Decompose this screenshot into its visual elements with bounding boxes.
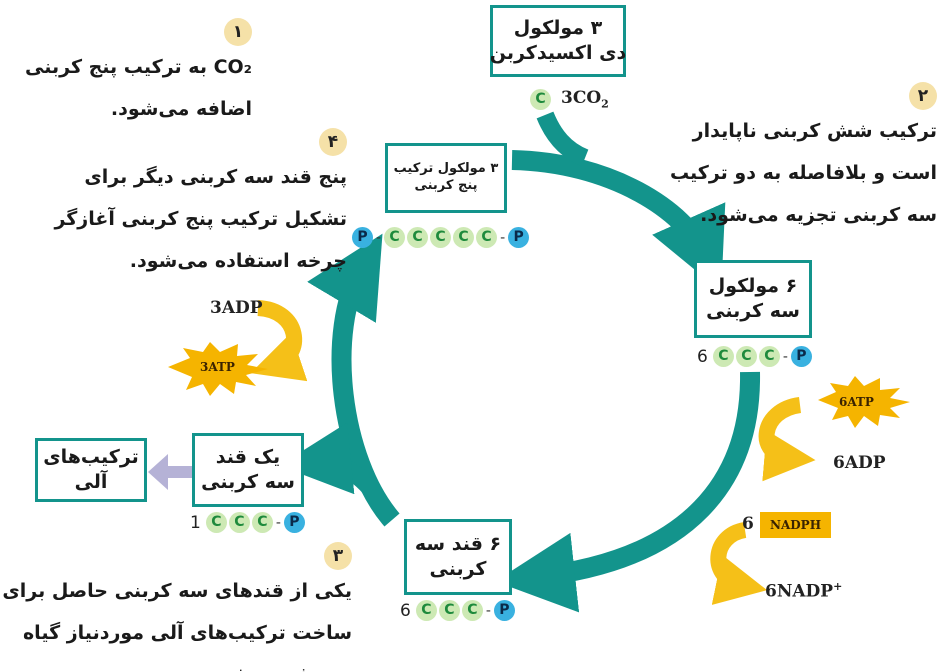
nadp-text: 6NADP	[765, 581, 834, 602]
arrow-branch-to-one-sugar	[279, 422, 379, 497]
label-nadph: NADPH	[760, 512, 832, 538]
phosphate-atom: P	[790, 346, 812, 367]
three-carbon-box-line1: ۶ مولکول	[708, 275, 798, 298]
carbon-atom: C	[735, 346, 757, 367]
note-step4-line2: تشکیل ترکیب پنج کربنی آغازگر	[54, 208, 347, 230]
six-sugar-chain: 6 C C C - P	[400, 600, 515, 621]
co2-subscript: 2	[601, 97, 609, 111]
bond: -	[782, 348, 788, 365]
carbon-atom: C	[251, 512, 273, 533]
note-text: یکی از قندهای سه کربنی حاصل برای	[2, 580, 352, 602]
three-carbon-box-line2: سه کربنی	[706, 300, 800, 322]
step-number-badge: ۲	[909, 82, 937, 110]
pentose-box-line1: ۳ مولکول ترکیب	[393, 161, 499, 177]
nadp-charge: +	[833, 580, 843, 593]
note-step1-line2: اضافه می‌شود.	[110, 98, 252, 120]
note-step4: ۴ پنج قند سه کربنی دیگر برای تشکیل ترکیب …	[54, 128, 347, 282]
label-6nadp: 6NADP+	[765, 580, 842, 602]
note-step4-line3: چرخه استفاده می‌شود.	[129, 250, 347, 272]
carbon-atom: C	[758, 346, 780, 367]
carbon-atom: C	[415, 600, 437, 621]
carbon-atom: C	[384, 227, 406, 248]
three-carbon-box: ۶ مولکول سه کربنی	[694, 260, 812, 338]
note-step2: ۲ ترکیب شش کربنی ناپایدار است و بلافاصله …	[670, 82, 937, 236]
pentose-box: ۳ مولکول ترکیب پنج کربنی	[385, 143, 507, 213]
arrow-threecarbon-to-sugar	[495, 371, 761, 613]
arrow-pentose-to-threecarbon	[511, 150, 726, 292]
note-step3-line1: ۳ یکی از قندهای سه کربنی حاصل برای	[2, 542, 352, 612]
phosphate-atom: P	[352, 227, 373, 248]
chain-coefficient: 6	[400, 600, 411, 621]
one-sugar-box-line2: سه کربنی	[201, 471, 295, 493]
carbon-atom: C	[476, 227, 498, 248]
label-3atp: 3ATP	[200, 360, 235, 374]
co2-coef: 3CO	[561, 88, 602, 108]
arrow-atp-use	[758, 397, 816, 482]
label-6adp: 6ADP	[833, 453, 886, 473]
carbon-atom: C	[228, 512, 250, 533]
step-number-badge: ۴	[319, 128, 347, 156]
carbon-atom: C	[430, 227, 452, 248]
chain-coefficient: 6	[697, 346, 708, 367]
label-nadph-coef: 6	[742, 514, 754, 534]
co2-box-line2: دی اکسیدکربن	[489, 42, 627, 64]
bond: -	[376, 229, 382, 246]
phosphate-atom: P	[508, 227, 530, 248]
six-sugar-box-line2: کربنی	[429, 558, 487, 580]
note-step3: ۳ یکی از قندهای سه کربنی حاصل برای ساخت ت…	[2, 542, 352, 672]
carbon-atom: C	[461, 600, 483, 621]
organic-box-line1: ترکیب‌های	[43, 446, 139, 469]
co2-label: 3CO2	[561, 88, 609, 110]
label-3adp: 3ADP	[210, 298, 263, 318]
carbon-atom: C	[712, 346, 734, 367]
label-6atp: 6ATP	[839, 395, 874, 409]
one-sugar-chain: 1 C C C - P	[190, 512, 305, 533]
carbon-atom: C	[453, 227, 475, 248]
carbon-atom: C	[205, 512, 227, 533]
six-sugar-box: ۶ قند سه کربنی	[404, 519, 512, 595]
arrow-nadph-use	[710, 522, 768, 605]
arrow-sugar-to-pentose	[307, 233, 400, 527]
arrow-co2-input	[536, 111, 589, 167]
one-sugar-box: یک قند سه کربنی	[192, 433, 304, 507]
note-step3-line2: ساخت ترکیب‌های آلی موردنیاز گیاه	[22, 622, 352, 644]
three-carbon-chain: 6 C C C - P	[697, 346, 812, 367]
step-number-badge: ۱	[224, 18, 252, 46]
phosphate-atom: P	[283, 512, 305, 533]
pentose-box-line2: پنج کربنی	[414, 178, 478, 193]
note-step2-line2: است و بلافاصله به دو ترکیب	[669, 162, 937, 184]
bond: -	[275, 514, 281, 531]
carbon-atom: C	[530, 88, 551, 110]
carbon-atom: C	[407, 227, 429, 248]
organic-box-line2: آلی	[74, 471, 108, 493]
arrow-atp-regeneration	[250, 300, 308, 382]
note-step2-line1: ۲ ترکیب شش کربنی ناپایدار	[670, 82, 937, 152]
bond: -	[485, 602, 491, 619]
note-step4-line1: ۴ پنج قند سه کربنی دیگر برای	[54, 128, 347, 198]
burst-6atp	[818, 376, 910, 428]
note-step2-line3: سه کربنی تجزیه می‌شود.	[700, 204, 937, 226]
bond: -	[500, 229, 506, 246]
note-text: پنج قند سه کربنی دیگر برای	[84, 166, 347, 188]
pentose-chain: P - C C C C C - P	[352, 227, 530, 248]
phosphate-atom: P	[493, 600, 515, 621]
co2-box-line1: ۳ مولکول	[513, 17, 603, 40]
six-sugar-box-line1: ۶ قند سه	[414, 533, 502, 556]
chain-coefficient: 1	[190, 512, 201, 533]
note-step3-line3: مصرف می‌شود.	[2, 654, 352, 672]
note-text: CO₂ به ترکیب پنج کربنی	[25, 56, 252, 78]
arrow-to-organic	[148, 454, 192, 490]
carbon-atom: C	[438, 600, 460, 621]
note-text: ترکیب شش کربنی ناپایدار	[692, 120, 937, 142]
burst-3atp	[168, 342, 268, 396]
co2-box: ۳ مولکول دی اکسیدکربن	[490, 5, 626, 77]
step-number-badge: ۳	[324, 542, 352, 570]
organic-box: ترکیب‌های آلی	[35, 438, 147, 502]
co2-chain: C 3CO2	[530, 88, 609, 110]
one-sugar-box-line1: یک قند	[215, 446, 281, 469]
